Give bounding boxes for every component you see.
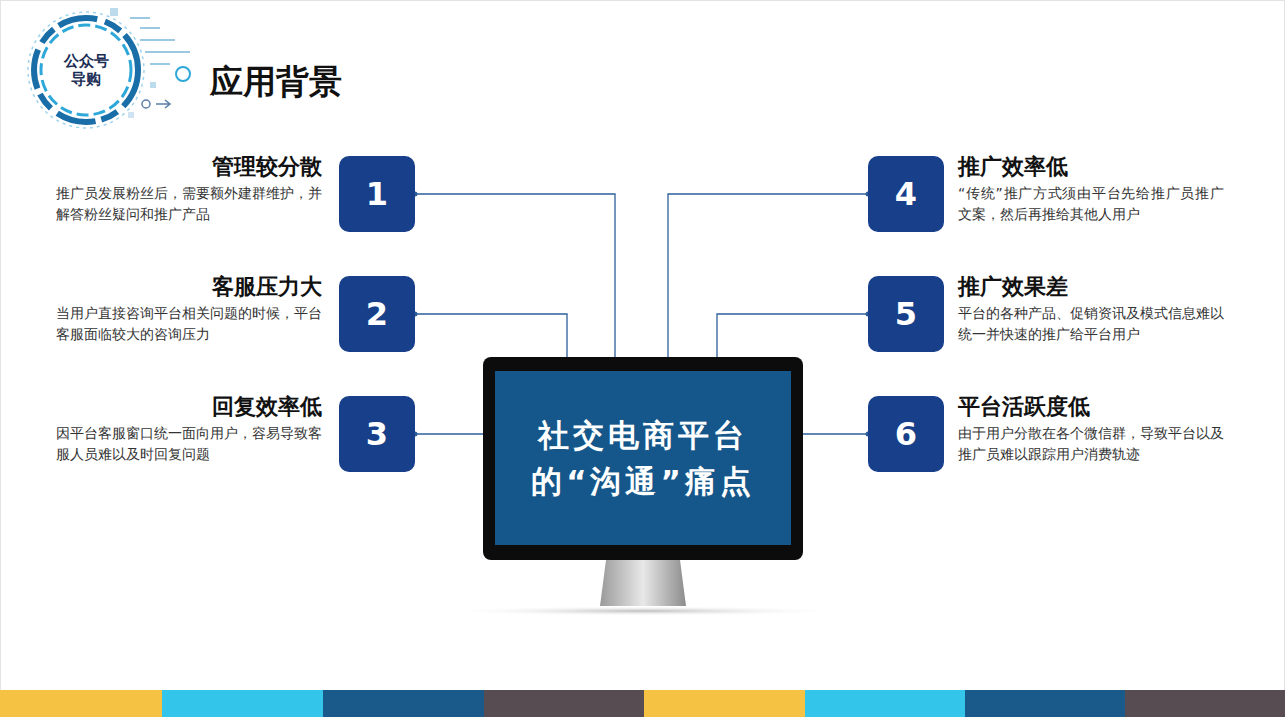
number-box: 1管理较分散推广员发展粉丝后，需要额外建群维护，并解答粉丝疑问和推广产品 — [339, 156, 415, 232]
point-heading: 推广效果差 — [958, 274, 1068, 300]
screen-text: 社交电商平台 的“沟通”痛点 — [527, 412, 759, 504]
connector-line — [415, 314, 567, 357]
monitor-stand — [600, 560, 686, 606]
logo-text: 公众号 导购 — [61, 52, 111, 88]
point-description: 当用户直接咨询平台相关问题的时候，平台客服面临较大的咨询压力 — [56, 303, 322, 345]
callout-number: 4 — [895, 178, 917, 210]
connector-line — [717, 314, 868, 357]
screen-panel: 社交电商平台 的“沟通”痛点 — [495, 371, 791, 545]
point-heading: 管理较分散 — [212, 154, 322, 180]
callout-number: 1 — [366, 178, 388, 210]
callout-number: 3 — [366, 418, 388, 450]
point-heading: 推广效率低 — [958, 154, 1068, 180]
point-description: 由于用户分散在各个微信群，导致平台以及推广员难以跟踪用户消费轨迹 — [958, 423, 1224, 465]
callout-number: 2 — [366, 298, 388, 330]
number-box: 5推广效果差平台的各种产品、促销资讯及模式信息难以统一并快速的推广给平台用户 — [868, 276, 944, 352]
connector-line — [803, 433, 868, 434]
number-box: 2客服压力大当用户直接咨询平台相关问题的时候，平台客服面临较大的咨询压力 — [339, 276, 415, 352]
number-box: 6平台活跃度低由于用户分散在各个微信群，导致平台以及推广员难以跟踪用户消费轨迹 — [868, 396, 944, 472]
callout-number: 6 — [895, 418, 917, 450]
slide-title: 应用背景 — [210, 60, 342, 105]
monitor-shadow — [443, 606, 843, 616]
point-description: 推广员发展粉丝后，需要额外建群维护，并解答粉丝疑问和推广产品 — [56, 183, 322, 225]
connector-line — [415, 433, 483, 434]
point-description: 平台的各种产品、促销资讯及模式信息难以统一并快速的推广给平台用户 — [958, 303, 1224, 345]
logo-ornament — [28, 8, 190, 128]
point-heading: 平台活跃度低 — [958, 394, 1090, 420]
point-heading: 回复效率低 — [212, 394, 322, 420]
connector-line — [415, 194, 615, 357]
logo-badge: 公众号 导购 — [50, 34, 122, 106]
point-heading: 客服压力大 — [212, 274, 322, 300]
point-description: 因平台客服窗口统一面向用户，容易导致客服人员难以及时回复问题 — [56, 423, 322, 465]
connector-line — [668, 194, 868, 357]
monitor-screen: 社交电商平台 的“沟通”痛点 — [483, 357, 803, 560]
callout-number: 5 — [895, 298, 917, 330]
number-box: 3回复效率低因平台客服窗口统一面向用户，容易导致客服人员难以及时回复问题 — [339, 396, 415, 472]
number-box: 4推广效率低“传统”推广方式须由平台先给推广员推广文案，然后再推给其他人用户 — [868, 156, 944, 232]
point-description: “传统”推广方式须由平台先给推广员推广文案，然后再推给其他人用户 — [958, 183, 1224, 225]
colour-bar — [0, 690, 1285, 717]
